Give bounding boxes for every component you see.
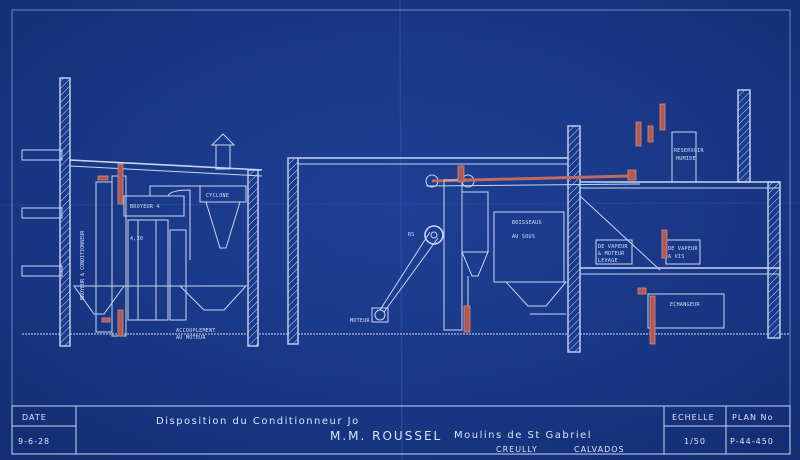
boisseaux-label: BOISSEAUX [512, 220, 542, 226]
red-pipe-5 [635, 121, 642, 147]
reservoir-label-2: HUMIDE [676, 156, 696, 162]
left-note-1: ACCOUPLEMENT [176, 328, 216, 334]
broyeur-box [123, 195, 185, 217]
belt-1 [379, 231, 431, 311]
left-machine-body [127, 219, 169, 321]
plan-number: P-44-450 [730, 437, 774, 446]
scale-value: 1/50 [684, 437, 706, 446]
beam-3 [21, 265, 63, 277]
motor-label: MOTEUR [350, 318, 371, 324]
red-pipe-7 [647, 125, 654, 143]
left-building: CYCLONE BROYEUR 4 4,20 BROYEUR & CONDITI… [21, 77, 263, 347]
box-b-line-2: A VIS [668, 254, 685, 260]
client-name: M.M. ROUSSEL [330, 429, 442, 443]
left-wall-inner [247, 169, 259, 347]
middle-hopper [504, 281, 568, 307]
chimney-cap [210, 133, 236, 146]
drawing-title: Disposition du Conditionneur Jo [156, 416, 360, 427]
main-building: MOTEUR RS BOISSEAUX AU SOUS [287, 125, 661, 353]
right-wall-top [737, 89, 751, 183]
left-note-2: AU MOTEUR [176, 335, 206, 341]
red-shaft [431, 174, 631, 183]
red-pipe-8 [661, 229, 668, 259]
plan-label: PLAN No [732, 413, 773, 422]
box-a-line-3: LEVAGE [598, 258, 618, 264]
red-pipe-4 [463, 305, 471, 333]
beam-1 [21, 149, 63, 161]
right-building: RESERVOIR HUMIDE DE VAPEUR & MOTEUR LEVA… [580, 89, 781, 345]
town-name: CREULLY [496, 445, 538, 454]
red-valve-4 [637, 287, 647, 295]
date-label: DATE [22, 413, 47, 422]
echangeur-box [647, 293, 725, 329]
fold-line-vertical [399, 0, 403, 460]
separator-cone [461, 251, 489, 277]
red-valve-2 [101, 317, 111, 323]
drive-pulley-hub [430, 231, 438, 239]
left-vertical-label: BROYEUR & CONDITIONNEUR [80, 230, 86, 300]
reservoir-label: RESERVOIR [674, 148, 704, 154]
right-wall [767, 181, 781, 339]
department-name: CALVADOS [574, 445, 625, 454]
left-elevator [169, 229, 187, 321]
red-pipe-6 [659, 103, 666, 131]
measure-label: 4,20 [130, 236, 143, 242]
beam-2 [21, 207, 63, 219]
red-pipe-1 [117, 163, 124, 205]
title-block: DATE 9-6-28 Disposition du Conditionneur… [11, 405, 791, 455]
cyclone-cone [205, 201, 241, 249]
left-roof-inner [69, 165, 263, 177]
cyclone-label: CYCLONE [206, 193, 229, 199]
middle-wall-left [287, 157, 299, 345]
elevator [443, 179, 463, 331]
boisseaux-label-2: AU SOUS [512, 234, 535, 240]
title-block-frame [11, 405, 791, 455]
left-column-2 [95, 181, 113, 333]
red-pipe-3 [457, 165, 465, 183]
box-b-line-1: DE VAPEUR [668, 246, 698, 252]
left-wall-outer [59, 77, 71, 347]
equipment-box-a [595, 239, 633, 265]
pulley-label: RS [408, 232, 415, 238]
scale-label: ECHELLE [672, 413, 715, 422]
broyeur-label: BROYEUR 4 [130, 204, 160, 210]
belt-2 [383, 237, 439, 313]
red-valve-1 [97, 175, 109, 181]
duct [149, 185, 200, 196]
red-valve-3 [627, 169, 637, 181]
date-value: 9-6-28 [18, 437, 50, 446]
reservoir-box [671, 131, 697, 183]
mill-name: Moulins de St Gabriel [454, 430, 592, 441]
echangeur-label: ECHANGEUR [670, 302, 700, 308]
fold-line-horizontal [0, 202, 800, 206]
middle-wall-right [567, 125, 581, 353]
diagonal-strut [579, 195, 661, 271]
box-a-line-1: DE VAPEUR [598, 244, 628, 250]
motor-body [371, 307, 389, 323]
drive-pulley [424, 225, 444, 245]
duct-2 [167, 189, 191, 260]
box-a-line-2: & MOTEUR [598, 251, 625, 257]
red-pipe-2 [117, 309, 124, 337]
red-pipe-9 [649, 295, 656, 345]
